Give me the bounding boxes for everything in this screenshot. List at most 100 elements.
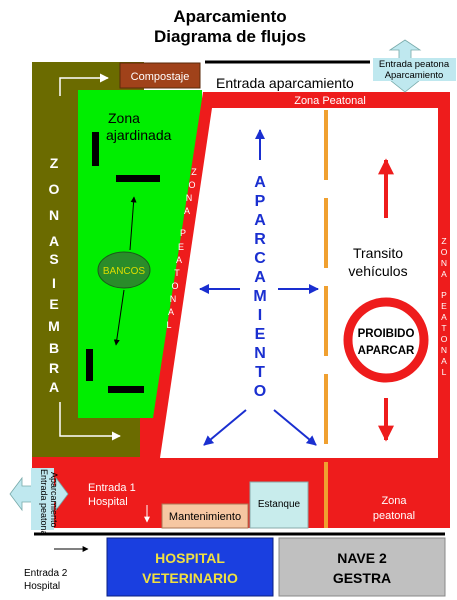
aparcamiento-letter: T [255,364,265,381]
hospital-line2: VETERINARIO [142,570,238,586]
zona-peatonal-right-letter: Z [441,236,446,246]
zona-ajardinada-line1: Zona [108,110,140,126]
aparcamiento-letter: E [255,326,266,343]
siembra-flow-arrow-top [59,73,109,96]
zona-peatonal-right-label: Z O N A P E A T O N A L [441,236,448,377]
zona-peatonal-letter: A [168,307,174,317]
entrada-aparcamiento-label: Entrada aparcamiento [216,75,354,91]
zona-peatonal-letter: N [170,294,177,304]
zona-peatonal-top-label: Zona Peatonal [294,95,366,107]
zona-peatonal-diagonal-label: Z O N A P E A T O N A L [166,167,197,330]
entrada2-line1: Entrada 2 [24,568,68,579]
transito-line2: vehículos [348,263,407,279]
nave-line2: GESTRA [333,570,391,586]
compostaje-box [119,62,201,89]
siembra-flow-arrow-bottom [59,402,121,441]
aparcamiento-letter: I [258,307,262,324]
zona-siembra-letter: E [49,296,58,312]
bench-mark [92,132,99,166]
zona-peatonal-right-letter: A [441,269,447,279]
zona-siembra-letter: O [49,181,60,197]
zona-peatonal-right-letter: A [441,312,447,322]
aparcamiento-letter: N [254,345,266,362]
zona-peatonal-letter: P [180,228,186,238]
estanque-box [249,481,309,529]
title-line1: Aparcamiento [173,7,286,26]
zona-peatonal-letter: A [184,206,190,216]
bancos-arrow-down [113,289,125,346]
zona-peatonal-right-letter: N [441,258,447,268]
zona-peatonal-bottom-line2: peatonal [373,510,415,522]
nave-line1: NAVE 2 [337,550,387,566]
zona-peatonal-letter: L [166,320,171,330]
entrada-peatonal-left-box [31,468,54,530]
zona-peatonal-right-letter: O [441,247,448,257]
title-line2: Diagrama de flujos [154,27,306,46]
zona-peatonal-letter: T [174,268,180,278]
bancos-label: BANCOS [103,266,146,277]
nave2-gestra-box [278,537,446,597]
zona-peatonal-bottom-line1: Zona [381,495,407,507]
entrada-peatonal-left-line2: Aparcamiento [49,472,59,528]
zona-siembra-letter: A [49,233,59,249]
aparcamiento-letter: C [254,250,266,267]
zona-peatonal-right-letter: L [442,367,447,377]
zona-ajardinada-line2: ajardinada [106,127,172,143]
hospital-line1: HOSPITAL [155,550,225,566]
zona-siembra-letter: I [52,275,56,291]
zona-siembra-letter: R [49,360,59,376]
zona-siembra-letter: A [49,379,59,395]
zona-peatonal-letter: Z [191,167,197,177]
zona-siembra-letter: S [49,251,58,267]
aparcamiento-letter: A [254,269,266,286]
transito-line1: Transito [353,245,403,261]
zona-peatonal-letter: O [188,180,195,190]
zona-peatonal-right-letter: N [441,345,447,355]
proibido-line1: PROIBIDO [358,328,415,340]
zona-siembra-letter: M [48,318,60,334]
zona-peatonal-right-letter: T [441,323,446,333]
zona-peatonal-letter: N [186,193,193,203]
bancos-arrow-up [129,196,137,251]
estanque-label: Estanque [258,499,301,510]
entrada2-line2: Hospital [24,581,60,592]
zona-siembra-letter: Z [50,155,59,171]
aparcamiento-letter: A [254,212,266,229]
aparcamiento-letter: R [254,231,266,248]
mantenimiento-box [161,503,249,529]
compostaje-label: Compostaje [131,71,190,83]
no-parking-sign [343,297,429,383]
zona-peatonal-letter: E [178,242,184,252]
zona-siembra-letter: B [49,340,59,356]
zona-siembra-label: Z O N A S I E M B R A [48,155,60,395]
proibido-line2: APARCAR [358,345,415,357]
aparcamiento-letter: M [253,288,266,305]
bench-mark [116,175,160,182]
flow-arrow-down-left [203,409,247,446]
flow-arrow-down-right [273,409,317,446]
zona-peatonal-right-letter: O [441,334,448,344]
hospital-veterinario-box [106,537,274,597]
entrada1-line2: Hospital [88,496,128,508]
mantenimiento-label: Mantenimiento [169,511,241,523]
zona-peatonal-right-letter: A [441,356,447,366]
aparcamiento-label: A P A R C A M I E N T O [253,174,266,400]
entrada-peatonal-left-line1: Entrada peatona [39,469,49,536]
zona-peatonal-letter: A [176,255,182,265]
aparcamiento-letter: P [255,193,266,210]
entrada-peatonal-top-box [373,58,456,81]
bench-mark [108,386,144,393]
zona-siembra-letter: N [49,207,59,223]
bancos-ellipse [97,251,151,289]
aparcamiento-letter: A [254,174,266,191]
entrada-peatonal-top-line1: Entrada peatona [379,59,450,70]
aparcamiento-letter: O [254,383,266,400]
entrada1-line1: Entrada 1 [88,482,136,494]
zona-peatonal-right-letter: P [441,290,447,300]
zona-peatonal-right-letter: E [441,301,447,311]
entrada-peatonal-top-line2: Aparcamiento [385,70,444,81]
zona-peatonal-letter: O [171,281,178,291]
bench-mark [86,349,93,381]
